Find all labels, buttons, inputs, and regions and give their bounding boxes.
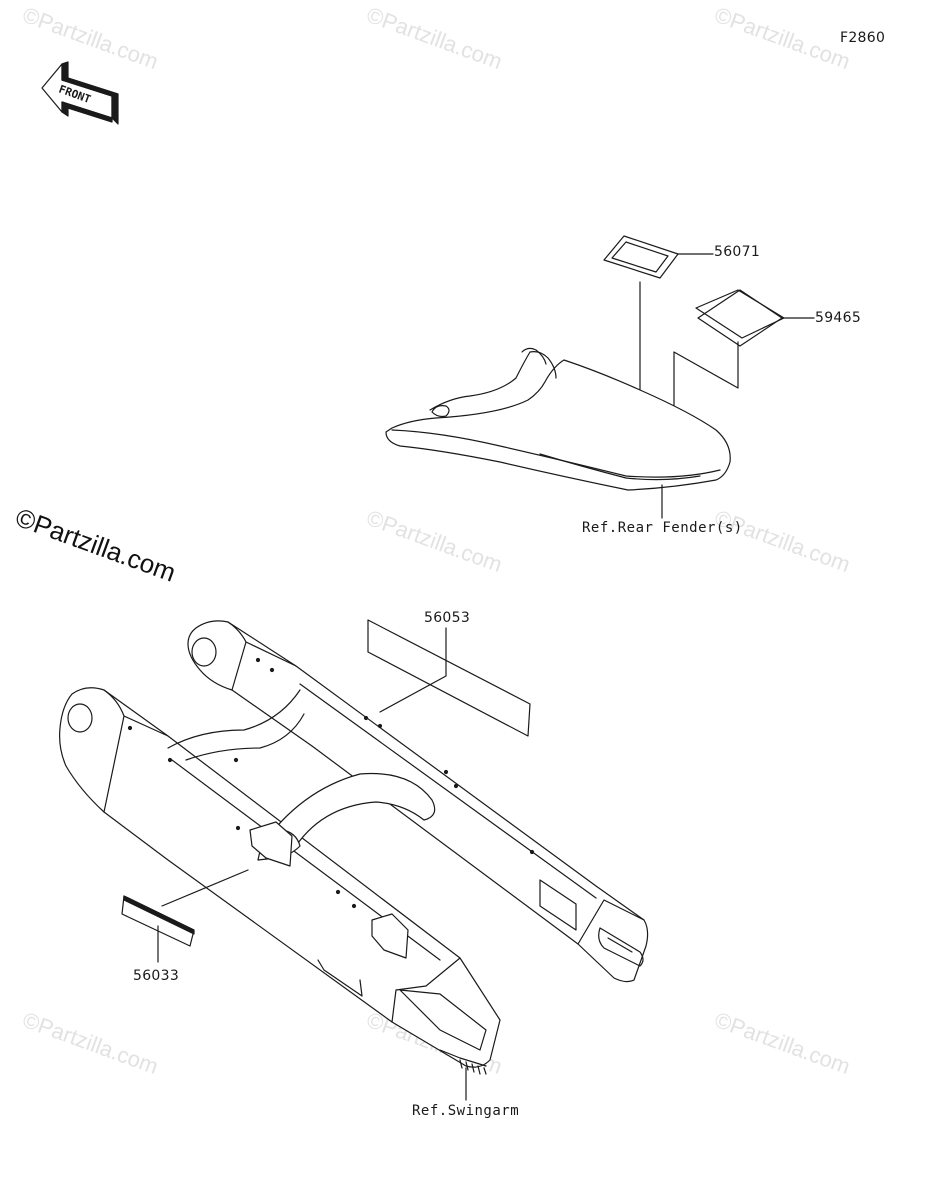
part-number-56033[interactable]: 56033 bbox=[133, 968, 180, 984]
label-56033-drawing bbox=[121, 895, 195, 963]
rear-fender-drawing bbox=[385, 347, 731, 519]
label-59465-drawing bbox=[673, 289, 815, 441]
ref-rear-fender: Ref.Rear Fender(s) bbox=[582, 520, 743, 536]
front-arrow-icon bbox=[41, 61, 119, 125]
part-number-56053[interactable]: 56053 bbox=[424, 610, 471, 626]
ref-swingarm: Ref.Swingarm bbox=[412, 1103, 520, 1119]
swingarm-drawing bbox=[59, 620, 649, 1101]
part-number-59465[interactable]: 59465 bbox=[815, 310, 862, 326]
label-56053-drawing bbox=[367, 619, 531, 737]
part-number-56071[interactable]: 56071 bbox=[714, 244, 761, 260]
figure-code: F2860 bbox=[840, 30, 886, 46]
